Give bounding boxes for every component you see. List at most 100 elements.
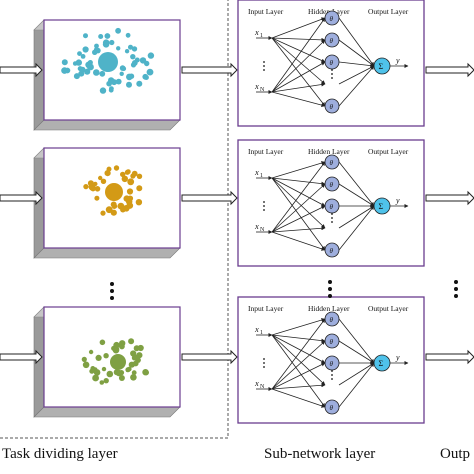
connection-line bbox=[338, 205, 375, 229]
mid-arrow-2 bbox=[181, 190, 238, 206]
connection-line bbox=[338, 39, 375, 67]
cluster-dot bbox=[110, 201, 117, 208]
cluster-dot bbox=[93, 69, 100, 76]
cluster-dot bbox=[143, 75, 149, 80]
hidden-layer-label: Hidden Layer bbox=[308, 304, 350, 313]
cluster-dot bbox=[105, 206, 113, 214]
y-label: y bbox=[395, 353, 400, 362]
cluster-dot bbox=[95, 354, 102, 361]
cluster-dot bbox=[130, 54, 136, 60]
hidden-node bbox=[324, 154, 340, 170]
ellipsis-dot bbox=[263, 201, 265, 203]
connection-line bbox=[271, 161, 326, 233]
cluster-dot bbox=[93, 369, 101, 376]
ellipsis-dot bbox=[331, 378, 333, 380]
ellipsis-dot bbox=[263, 205, 265, 207]
connection-line bbox=[338, 362, 375, 408]
cluster-dot bbox=[103, 353, 109, 359]
cluster-dot bbox=[100, 178, 107, 184]
ellipsis-dot bbox=[110, 289, 114, 293]
cluster-dot bbox=[118, 370, 125, 376]
cluster-1 bbox=[61, 27, 155, 94]
ellipsis-dot bbox=[263, 209, 265, 211]
cluster-dot bbox=[77, 51, 82, 56]
y-label: y bbox=[395, 196, 400, 205]
cluster-dot bbox=[120, 206, 126, 213]
xn-label: x bbox=[254, 378, 259, 388]
cluster-dot bbox=[92, 374, 99, 382]
cluster-dot bbox=[103, 378, 109, 384]
output-layer-label: Output Layer bbox=[368, 304, 409, 313]
hidden-node bbox=[324, 333, 340, 349]
connection-line bbox=[338, 183, 375, 207]
right-arrow-icon bbox=[181, 62, 238, 78]
input-layer-label: Input Layer bbox=[248, 147, 284, 156]
ellipsis-dot bbox=[328, 294, 332, 298]
cluster-dot bbox=[119, 343, 125, 350]
right-arrow-icon bbox=[425, 190, 474, 206]
task-box-bottom bbox=[33, 119, 181, 131]
cluster-dot bbox=[84, 68, 91, 75]
connection-line bbox=[271, 340, 326, 390]
ellipsis-dot bbox=[110, 296, 114, 300]
right-arrow-icon bbox=[181, 190, 238, 206]
cluster-dot bbox=[143, 369, 149, 376]
hidden-node bbox=[324, 355, 340, 371]
input-arrow-1 bbox=[0, 62, 43, 78]
cluster-dot bbox=[125, 367, 131, 373]
cluster-dot bbox=[88, 349, 94, 355]
cluster-dot bbox=[113, 369, 120, 376]
connection-line bbox=[271, 383, 326, 390]
cluster-dot bbox=[99, 339, 106, 346]
cluster-dot bbox=[125, 32, 131, 38]
cluster-dot bbox=[80, 54, 86, 59]
cluster-dot bbox=[98, 34, 104, 39]
cluster-dot bbox=[61, 67, 68, 74]
x1-label: x bbox=[254, 324, 259, 334]
cluster-dot bbox=[147, 52, 155, 59]
input-layer-label: Input Layer bbox=[248, 304, 284, 313]
output-arrow-2 bbox=[425, 190, 474, 206]
task-box-3 bbox=[33, 306, 181, 418]
xn-label: x bbox=[254, 81, 259, 91]
cluster-dot bbox=[102, 39, 110, 46]
theta-label: θ bbox=[330, 338, 334, 346]
cluster-dot bbox=[130, 350, 137, 357]
right-arrow-icon bbox=[425, 62, 474, 78]
task-box-bottom bbox=[33, 406, 181, 418]
connection-line bbox=[271, 177, 326, 207]
connection-line bbox=[271, 161, 326, 179]
cluster-center bbox=[105, 183, 123, 201]
cluster-dot bbox=[101, 366, 107, 372]
right-arrow-icon bbox=[0, 62, 43, 78]
hidden-node bbox=[324, 98, 340, 114]
cluster-dot bbox=[133, 345, 140, 352]
connection-line bbox=[271, 177, 326, 186]
output-layer-label: Outp bbox=[440, 446, 470, 462]
ellipsis-dot bbox=[263, 69, 265, 71]
connection-line bbox=[338, 65, 375, 107]
connection-line bbox=[271, 37, 326, 63]
cluster-dot bbox=[132, 360, 139, 367]
cluster-dot bbox=[106, 166, 112, 172]
ellipsis-dot bbox=[331, 217, 333, 219]
connection-line bbox=[271, 334, 326, 343]
y-label: y bbox=[395, 56, 400, 65]
cluster-dot bbox=[130, 173, 136, 179]
cluster-dot bbox=[124, 49, 130, 54]
cluster-dot bbox=[118, 375, 125, 381]
xn-label-sub: N bbox=[260, 384, 265, 390]
ellipsis-dot bbox=[263, 358, 265, 360]
theta-label: θ bbox=[330, 37, 334, 45]
cluster-center bbox=[98, 52, 118, 72]
connection-line bbox=[338, 318, 375, 364]
connection-line bbox=[271, 82, 326, 93]
sum-label: Σ bbox=[379, 62, 384, 71]
connection-line bbox=[271, 334, 326, 408]
cluster-dot bbox=[108, 87, 114, 93]
ellipsis-dot bbox=[328, 280, 332, 284]
cluster-dot bbox=[135, 199, 143, 206]
xn-label-sub: N bbox=[260, 227, 265, 233]
task-box-2 bbox=[33, 147, 181, 259]
